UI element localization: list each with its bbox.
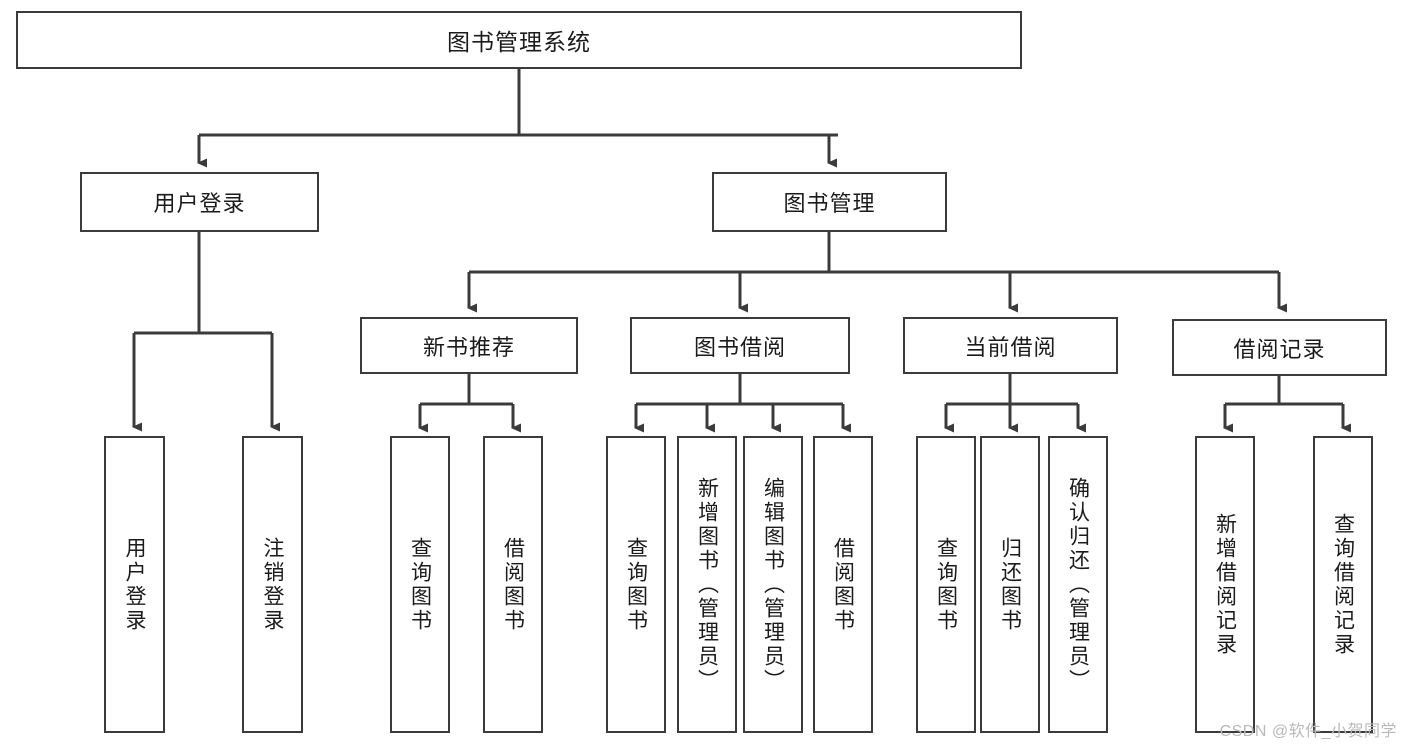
- node-leaf-query-record[interactable]: 查询借阅记录: [1313, 436, 1373, 733]
- node-leaf-user-login[interactable]: 用户登录: [104, 436, 165, 733]
- node-label: 借阅图书: [831, 536, 855, 633]
- node-leaf-borrow-book-2[interactable]: 借阅图书: [813, 436, 873, 733]
- node-root-system[interactable]: 图书管理系统: [16, 11, 1022, 69]
- node-leaf-query-book-3[interactable]: 查询图书: [916, 436, 976, 733]
- node-current-borrow[interactable]: 当前借阅: [903, 317, 1118, 374]
- node-label: 注销登录: [261, 536, 284, 633]
- node-leaf-query-book-1[interactable]: 查询图书: [390, 436, 450, 733]
- node-book-borrow[interactable]: 图书借阅: [630, 317, 850, 374]
- node-leaf-query-book-2[interactable]: 查询图书: [606, 436, 666, 733]
- node-label: 新增借阅记录: [1213, 512, 1237, 657]
- node-leaf-return-book[interactable]: 归还图书: [980, 436, 1040, 733]
- node-label: 用户登录: [123, 536, 146, 633]
- node-label: 查询图书: [624, 536, 648, 633]
- node-label: 借阅图书: [501, 536, 525, 633]
- csdn-watermark: CSDN @软件_小贺同学: [1219, 723, 1397, 740]
- node-leaf-confirm-return[interactable]: 确认归还（管理员）: [1048, 436, 1108, 733]
- node-leaf-add-book[interactable]: 新增图书（管理员）: [677, 436, 737, 733]
- node-label: 确认归还（管理员）: [1066, 476, 1090, 693]
- node-label: 借阅记录: [1233, 336, 1326, 362]
- node-label: 当前借阅: [964, 334, 1057, 360]
- node-label: 新增图书（管理员）: [695, 476, 719, 693]
- node-label: 编辑图书（管理员）: [761, 476, 785, 693]
- node-user-login[interactable]: 用户登录: [80, 172, 319, 232]
- node-leaf-borrow-book-1[interactable]: 借阅图书: [483, 436, 543, 733]
- node-leaf-edit-book[interactable]: 编辑图书（管理员）: [743, 436, 803, 733]
- node-label: 图书管理: [783, 191, 876, 216]
- node-book-manage[interactable]: 图书管理: [712, 172, 947, 232]
- node-label: 新书推荐: [422, 334, 515, 360]
- node-label: 用户登录: [153, 191, 246, 216]
- node-label: 查询图书: [934, 536, 958, 633]
- node-label: 归还图书: [998, 536, 1022, 633]
- node-label: 图书管理系统: [447, 29, 591, 55]
- node-label: 图书借阅: [693, 334, 786, 360]
- node-leaf-logout-login[interactable]: 注销登录: [242, 436, 303, 733]
- node-borrow-record[interactable]: 借阅记录: [1172, 319, 1387, 376]
- node-leaf-add-record[interactable]: 新增借阅记录: [1195, 436, 1255, 733]
- node-label: 查询图书: [408, 536, 432, 633]
- node-new-book-recommend[interactable]: 新书推荐: [360, 317, 578, 374]
- node-label: 查询借阅记录: [1331, 512, 1355, 657]
